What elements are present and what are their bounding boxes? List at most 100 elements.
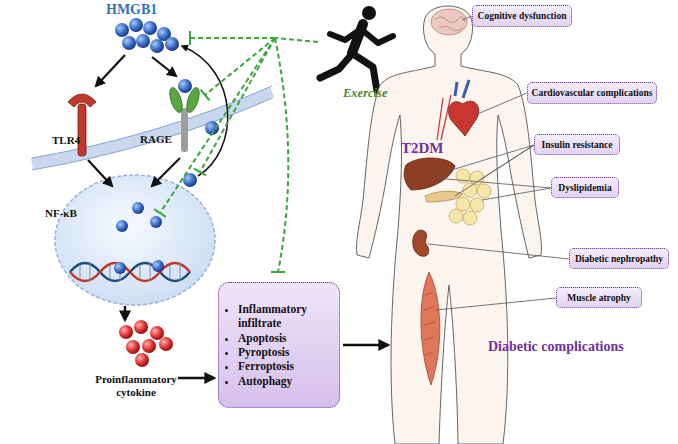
list-item: Autophagy [238,374,335,388]
nucleus [55,175,215,305]
membrane-edge [32,86,272,158]
great-vessel [455,80,469,98]
binding-arrow [96,55,125,86]
runner-head [362,6,376,20]
dna-strand [70,263,190,281]
body-silhouette [357,6,542,444]
hmgb1-molecule [165,37,179,51]
leader-line [435,178,551,200]
human-body [357,6,542,444]
flow-arrow [178,377,214,379]
leader-line [436,298,556,310]
receptor-label: RAGE [140,133,172,146]
cytokine-molecule [135,353,149,367]
complication-callout: Muscle atrophy [556,287,642,308]
muscle-fibres [424,292,435,355]
callout-text: Muscle atrophy [567,293,630,303]
signal-arrow [88,160,112,186]
callout-text: Diabetic nephropathy [575,254,663,264]
brain-folds [435,17,465,31]
outcome-list-box: Inflammatory infiltrateApoptosisPyroptos… [218,282,340,408]
heart [449,101,479,136]
list-item: Ferroptosis [238,359,335,373]
inhibition-line [275,38,318,42]
outcome-label: Diabetic complications [488,339,624,355]
protein-label: HMGB1 [106,2,157,18]
list-item: Apoptosis [238,331,335,345]
inhibition-line [190,37,275,39]
leader-line [445,145,534,196]
intervention-label: Exercise [343,86,387,100]
fat-cell [463,211,477,225]
hmgb1-molecule [150,39,164,53]
callout-text: Cognitive dysfunction [478,11,567,21]
output-arrow [124,306,126,320]
leader-lines [428,16,569,310]
hmgb1-molecule [116,220,128,232]
runner-icon [320,6,393,92]
inhibition-bar [154,209,166,217]
item-list: Inflammatory infiltrateApoptosisPyroptos… [221,302,335,388]
blood-vessel [437,95,451,140]
complication-callout: Dyslipidemia [551,177,619,198]
cytokine-molecule [126,340,140,354]
receptor-label: TLR4 [52,134,80,147]
fat-cell [477,184,491,198]
callout-text: Insulin resistance [542,140,613,150]
cytokine-molecule [159,337,173,351]
hmgb1-molecule [152,260,164,272]
fat-cell [470,171,484,185]
runner-arm [330,29,361,40]
runner-leg [320,54,352,78]
fat-cell [449,209,463,223]
cytokine-molecule [119,325,133,339]
hmgb1-molecule [178,79,192,93]
hmgb1-molecule [143,21,157,35]
fat-cell [456,197,470,211]
signal-arrow [152,158,180,186]
hmgb1-molecule [114,262,126,274]
inhibition-line [200,38,275,172]
hmgb1-molecule [136,34,150,48]
hmgb1-molecule [129,18,143,32]
leader-line [428,244,569,259]
fat-cell [470,198,484,212]
complication-callout: Cognitive dysfunction [472,5,572,27]
hmgb1-molecule [150,216,162,228]
complication-callout: Cardiovascular complications [527,82,657,104]
brain [431,9,467,35]
release-arrow [182,46,228,176]
binding-arrow [152,57,176,76]
dna-rungs [80,263,180,281]
complication-callout: Insulin resistance [534,134,620,155]
cytokine-label: Proinflammatory cytokine [86,373,186,398]
tlr4-receptor [78,104,86,156]
inhibition-bar [189,31,191,45]
dna-strand [70,263,190,281]
liver [404,158,455,190]
flow-arrow [343,344,388,346]
cytokine-molecule [142,339,156,353]
cytokine-molecule [134,320,148,334]
inhibition-lines [154,31,318,272]
inhibition-bar [194,169,206,176]
hmgb1-molecule [132,202,144,214]
complication-callout: Diabetic nephropathy [569,248,669,269]
inhibition-line [160,38,275,213]
factor-label: NF-κB [45,207,77,220]
fat-cell [463,183,477,197]
runner-arm [362,30,393,43]
disease-label: T2DM [401,140,444,157]
hmgb1-molecule [122,36,136,50]
muscle [421,272,440,385]
inhibition-bar [201,90,210,101]
inhibition-bar [271,271,285,273]
hmgb1-molecule [115,23,129,37]
rage-receptor [181,108,188,152]
leader-line [475,93,527,115]
list-item: Inflammatory infiltrate [238,302,335,331]
list-item: Pyroptosis [238,345,335,359]
cell-membrane [32,92,272,164]
inhibition-line [275,38,288,272]
